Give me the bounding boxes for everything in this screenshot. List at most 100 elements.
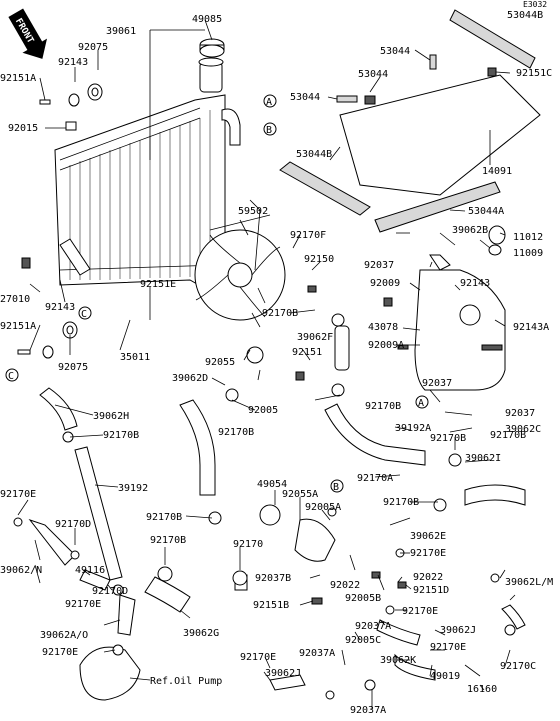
part-label: 92170B xyxy=(490,430,526,441)
part-label: 92009 xyxy=(370,278,400,289)
circle-marker: B xyxy=(333,482,339,493)
part-label: 53044A xyxy=(468,206,504,217)
part-label: 92005A xyxy=(305,502,341,513)
part-label: 39062A/O xyxy=(40,630,88,641)
part-label: 92151D xyxy=(413,585,449,596)
part-label: 92170B xyxy=(103,430,139,441)
part-label: 92170F xyxy=(290,230,326,241)
part-label: 39062H xyxy=(93,411,129,422)
part-label: 92037 xyxy=(422,378,452,389)
circle-marker: C xyxy=(81,309,87,320)
part-label: 92037A xyxy=(355,621,391,632)
part-label: 92055A xyxy=(282,489,318,500)
leader-lines xyxy=(17,19,516,710)
part-label: 16160 xyxy=(467,684,497,695)
part-label: 92170E xyxy=(65,599,101,610)
hoses xyxy=(28,254,526,691)
part-label: 49054 xyxy=(257,479,287,490)
part-label: 92170B xyxy=(146,512,182,523)
circle-marker: B xyxy=(266,125,272,136)
part-label: 92170E xyxy=(402,606,438,617)
part-label: 92037 xyxy=(364,260,394,271)
part-label: 92170B xyxy=(262,308,298,319)
part-label: 92143 xyxy=(45,302,75,313)
grommets xyxy=(17,83,103,359)
part-label: 92022 xyxy=(413,572,443,583)
part-label: 43078 xyxy=(368,322,398,333)
diagram-code: E3032 xyxy=(523,0,547,9)
part-label: 92170B xyxy=(383,497,419,508)
part-label: 92170A xyxy=(357,473,393,484)
part-label: 39062G xyxy=(183,628,219,639)
part-label: 92170E xyxy=(240,652,276,663)
part-label: 39062K xyxy=(380,655,416,666)
part-label: 39192A xyxy=(395,423,431,434)
ref-oil-pump-label: Ref.Oil Pump xyxy=(150,676,222,687)
part-label: 92005C xyxy=(345,635,381,646)
part-label: 53044 xyxy=(358,69,388,80)
part-label: 92075 xyxy=(78,42,108,53)
part-label: 49116 xyxy=(75,565,105,576)
part-label: 92143 xyxy=(58,57,88,68)
part-label: 11009 xyxy=(513,248,543,259)
part-label: 39062D xyxy=(172,373,208,384)
part-label: 92170D xyxy=(55,519,91,530)
part-label: 27010 xyxy=(0,294,30,305)
part-label: 92170E xyxy=(0,489,36,500)
bolts xyxy=(21,67,497,605)
part-label: 92075 xyxy=(58,362,88,373)
circle-marker: A xyxy=(266,97,272,108)
guards xyxy=(279,9,541,233)
part-label: 39062E xyxy=(410,531,446,542)
part-label: 92037A xyxy=(350,705,386,716)
part-label: 92151A xyxy=(0,73,36,84)
part-label: 92037 xyxy=(505,408,535,419)
part-label: 14091 xyxy=(482,166,512,177)
part-label: 39062C xyxy=(505,424,541,435)
part-label: 92170E xyxy=(430,642,466,653)
part-label: 92151E xyxy=(140,279,176,290)
part-label: 11012 xyxy=(513,232,543,243)
circle-marker: C xyxy=(8,371,14,382)
radiator-drawing xyxy=(54,57,241,301)
part-label: 92143 xyxy=(460,278,490,289)
part-label: 39062J xyxy=(265,668,301,679)
part-label: 39061 xyxy=(106,26,136,37)
part-label: 92037A xyxy=(299,648,335,659)
part-label: 92005 xyxy=(248,405,278,416)
part-label: 92170B xyxy=(365,401,401,412)
circle-markers: A B C B C A xyxy=(5,94,429,493)
part-label: 39192 xyxy=(118,483,148,494)
part-label: 92170B xyxy=(218,427,254,438)
thermostat-housing xyxy=(79,346,336,701)
radiator-cap xyxy=(199,38,225,58)
part-label: 39062I xyxy=(465,453,501,464)
part-label: 92170B xyxy=(430,433,466,444)
part-label: 92151C xyxy=(516,68,552,79)
part-label: 53044B xyxy=(507,10,543,21)
part-label: 92022 xyxy=(330,580,360,591)
part-label: 92170C xyxy=(500,661,536,672)
circle-marker: A xyxy=(418,398,424,409)
part-label: 53044 xyxy=(290,92,320,103)
part-label: 49019 xyxy=(430,671,460,682)
part-label: 92015 xyxy=(8,123,38,134)
part-label: 39062/N xyxy=(0,565,42,576)
part-label: 92170E xyxy=(410,548,446,559)
part-label: 92151 xyxy=(292,347,322,358)
part-label: 92150 xyxy=(304,254,334,265)
part-label: 53044 xyxy=(380,46,410,57)
part-label: 92005B xyxy=(345,593,381,604)
part-label: 92009A xyxy=(368,340,404,351)
part-label: 92055 xyxy=(205,357,235,368)
part-label: 92151A xyxy=(0,321,36,332)
front-arrow-icon: FRONT xyxy=(8,8,48,59)
part-label: 39062L/M xyxy=(505,577,553,588)
part-label: 92170B xyxy=(150,535,186,546)
part-label: 92170 xyxy=(233,539,263,550)
part-label: 59502 xyxy=(238,206,268,217)
part-label: 39062F xyxy=(297,332,333,343)
reservoir-drawing xyxy=(414,225,506,391)
